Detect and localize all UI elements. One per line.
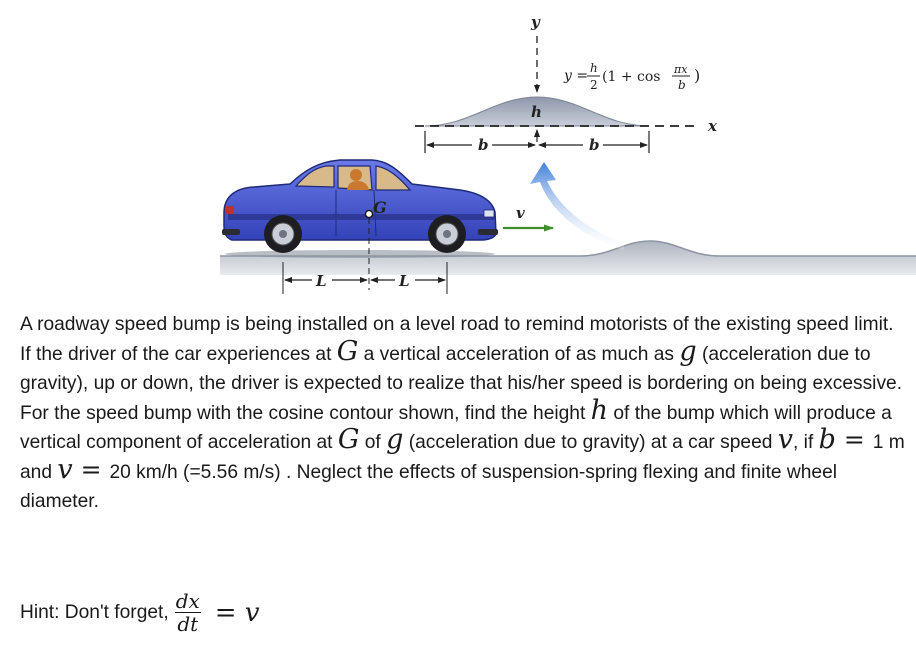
b-right-label: b [589,136,600,154]
symbol-v: v [57,453,73,485]
velocity-label: v [516,204,525,222]
symbol-b: b [818,424,836,455]
svg-text:): ) [694,66,700,85]
symbol-g: g [386,424,404,455]
symbol-G: G [336,335,359,367]
svg-text:b: b [678,78,686,92]
problem-text-1: A roadway speed bump is being installed … [20,314,894,365]
bump-equation: y = h 2 (1 + cos πx b ) [563,61,700,92]
problem-text-7: , if [793,432,819,453]
problem-text-9: 20 km/h (=5.56 m/s) . Neglect the effect… [20,461,838,513]
b-left-label: b [478,136,489,154]
fraction-denominator: dt [177,612,199,636]
svg-text:2: 2 [590,78,598,92]
g-label: G [373,198,387,217]
speed-bump-profile [424,96,650,127]
hint-prefix: Hint: Don't forget, [20,601,169,623]
symbol-g: g [679,335,697,367]
hint-v: v [244,597,260,628]
road-top-edge [220,240,916,257]
fraction-numerator: dx [174,589,201,613]
car-illustration [222,159,498,258]
svg-text:πx: πx [673,63,688,76]
problem-text-3: (acceleration due to gravity), up or dow… [20,343,903,424]
hint-equals: = [214,597,237,628]
svg-text:(1 + cos: (1 + cos [602,69,660,85]
symbol-G: G [337,424,360,455]
trajectory-arrow-icon [530,162,624,250]
center-of-mass-point [364,209,374,219]
symbol-equals: = [835,425,873,454]
l-right-label: L [398,272,410,290]
h-label: h [531,103,542,121]
x-axis-label: x [707,117,718,135]
speed-bump-figure: x y h b b y = h 2 (1 + cos πx b ) [220,13,916,294]
y-axis-label: y [530,13,541,31]
problem-text-4: of the bump which will produce a vertica… [20,402,892,454]
problem-text-2: a vertical acceleration of as much as [358,343,680,365]
l-left-label: L [315,272,327,290]
road-surface [220,241,916,275]
problem-text-6: (acceleration due to gravity) at a car s… [403,432,778,453]
symbol-equals: = [72,454,110,484]
problem-statement: A roadway speed bump is being installed … [20,310,905,517]
hint-line: Hint: Don't forget, dx dt = v [20,590,260,635]
svg-text:h: h [590,61,598,75]
symbol-v: v [777,424,794,455]
symbol-h: h [590,394,609,426]
problem-text-5: of [359,432,387,453]
svg-text:y =: y = [563,68,588,84]
problem-text-8: 1 m and [20,432,905,483]
derivative-fraction: dx dt [174,589,201,636]
hint-equation-rhs: = v [215,598,260,628]
